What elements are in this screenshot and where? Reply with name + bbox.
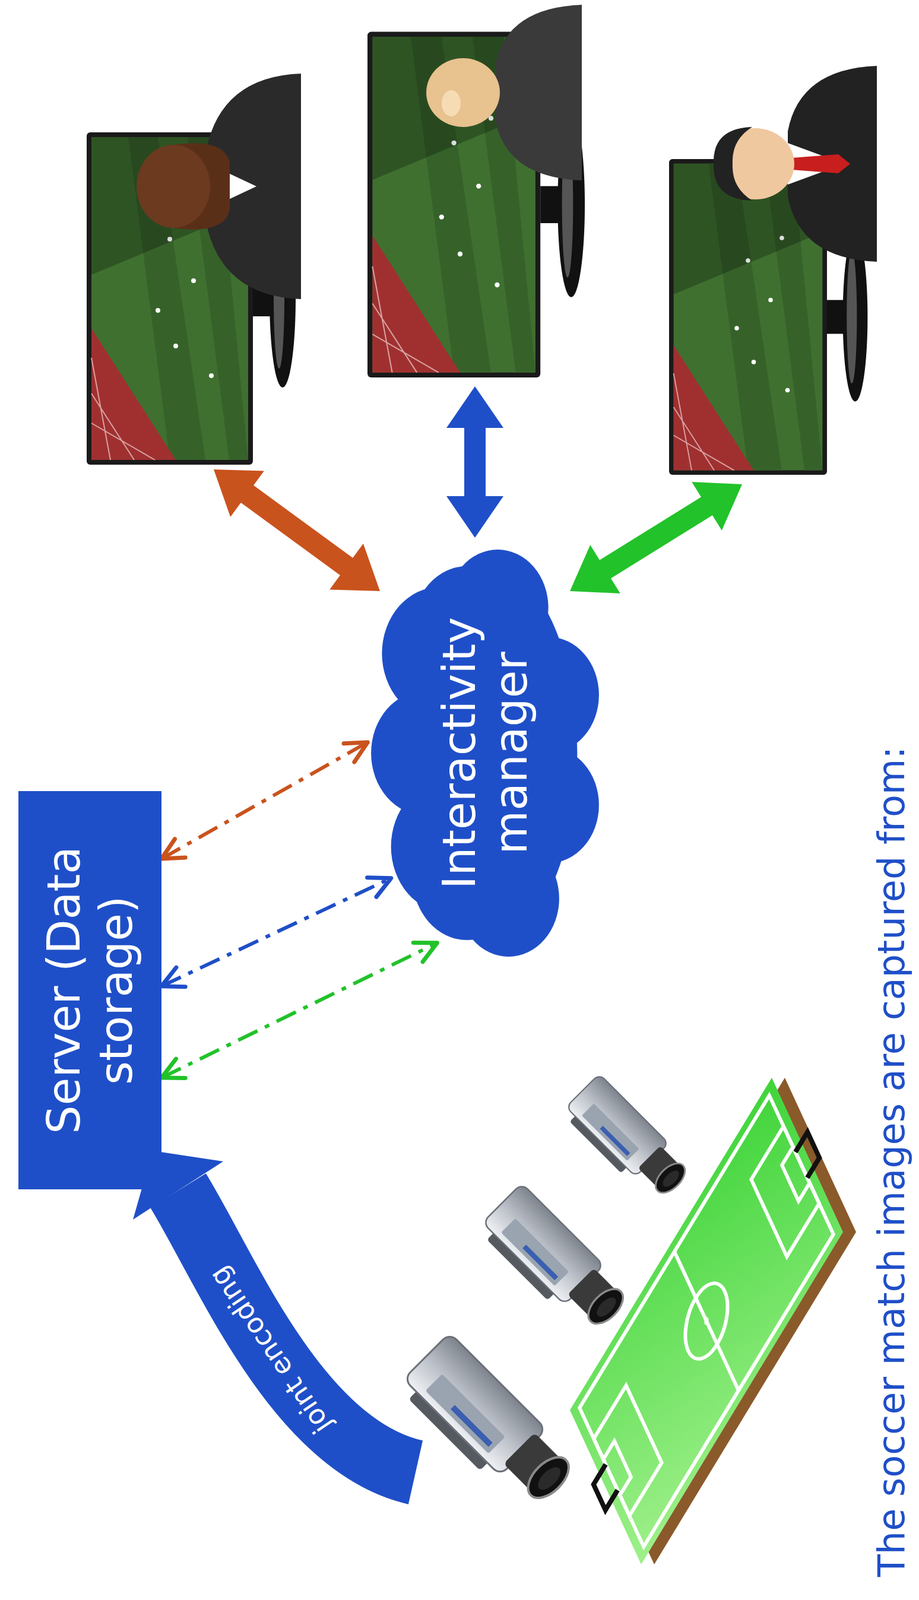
viewer-arrow <box>446 386 504 538</box>
viewer <box>136 73 301 300</box>
viewer-arrow <box>213 469 380 592</box>
camera <box>560 1073 694 1208</box>
viewer <box>426 4 582 181</box>
dashed-connector <box>161 943 437 1079</box>
cloud-fill <box>371 549 600 957</box>
viewer-arrow <box>569 482 743 594</box>
server-box: Server (Data storage) <box>18 791 162 1190</box>
camera <box>395 1333 582 1520</box>
camera <box>476 1183 635 1342</box>
caption-text: The soccer match images are captured fro… <box>870 746 913 1578</box>
flow-label: joint encoding <box>203 1261 338 1440</box>
node-text: Server (Data storage) <box>37 803 142 1178</box>
cloud-node: Interactivity manager <box>367 545 603 962</box>
viewer <box>713 65 877 262</box>
dashed-connector <box>161 878 392 987</box>
node-text: Interactivity manager <box>433 593 538 914</box>
dashed-connector <box>161 742 368 860</box>
encoding-arrow <box>178 1190 416 1473</box>
